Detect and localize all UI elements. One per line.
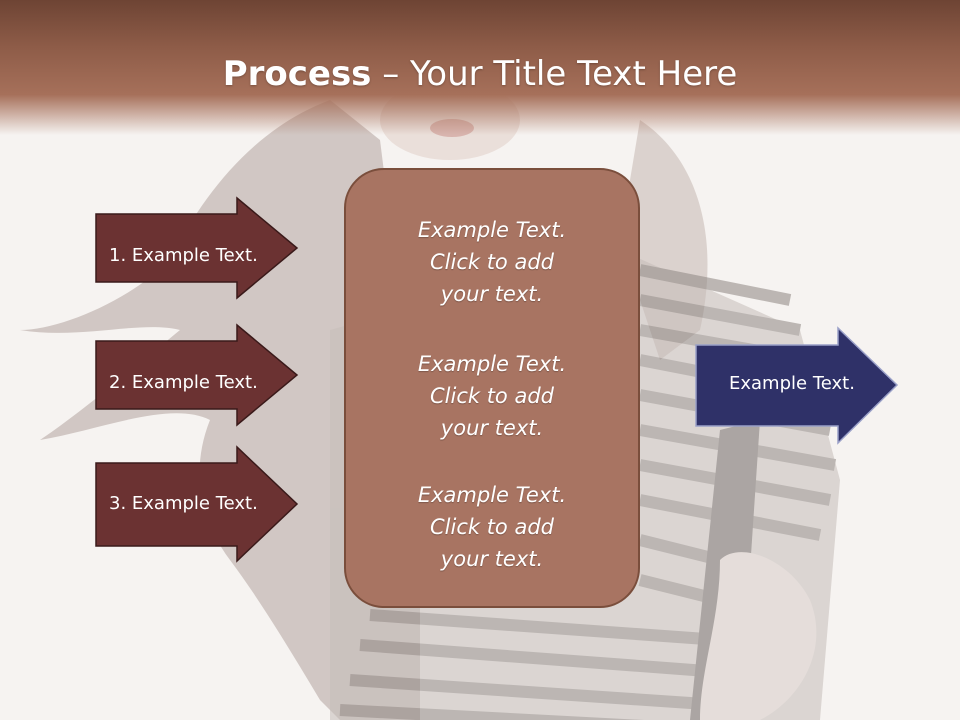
arrow-label: 1. Example Text. xyxy=(109,245,258,266)
arrow-label: 3. Example Text. xyxy=(109,493,258,514)
arrow-shape xyxy=(95,196,299,300)
slide-title[interactable]: Process – Your Title Text Here xyxy=(0,52,960,96)
arrow-shape xyxy=(95,323,299,427)
arrow-shape xyxy=(95,445,299,563)
center-text-block-2[interactable]: Example Text. Click to add your text. xyxy=(417,352,567,440)
left-arrow-3[interactable]: 3. Example Text. xyxy=(95,445,300,564)
center-text-block-1[interactable]: Example Text. Click to add your text. xyxy=(417,218,567,306)
center-content-box[interactable]: Example Text. Click to add your text. Ex… xyxy=(344,168,640,608)
left-arrow-2[interactable]: 2. Example Text. xyxy=(95,323,300,427)
left-arrow-1[interactable]: 1. Example Text. xyxy=(95,196,300,300)
title-rest: – Your Title Text Here xyxy=(371,54,738,94)
title-band xyxy=(0,0,960,135)
center-text-block-3[interactable]: Example Text. Click to add your text. xyxy=(417,483,567,571)
right-arrow[interactable]: Example Text. xyxy=(695,326,900,445)
arrow-shape xyxy=(695,326,899,445)
title-bold: Process xyxy=(222,54,372,94)
arrow-label: Example Text. xyxy=(729,373,855,394)
arrow-label: 2. Example Text. xyxy=(109,372,258,393)
